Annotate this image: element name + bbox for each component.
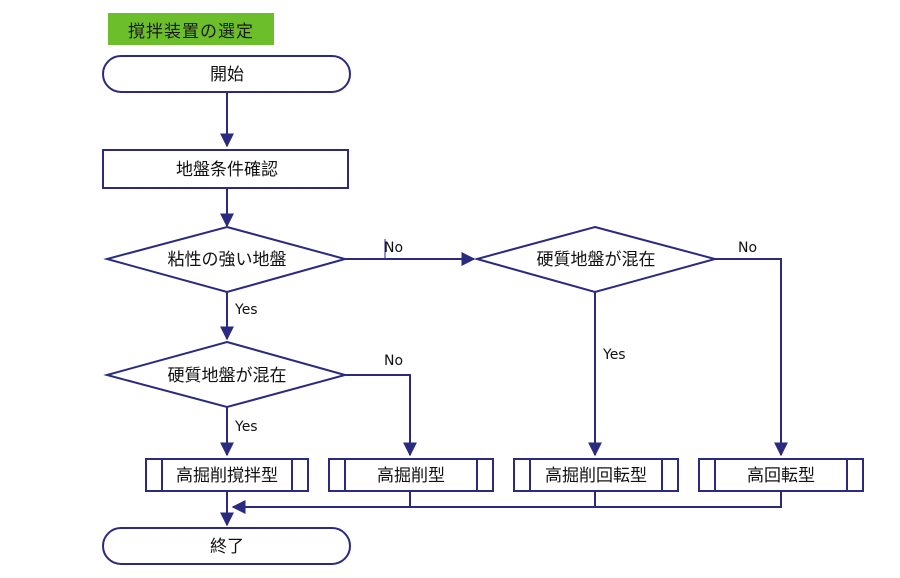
edges [220,92,788,527]
edge-label-clay-yes: Yes [234,302,258,318]
decision-clay: 粘性の強い地盤 [103,225,349,294]
decision-clay-label: 粘性の強い地盤 [168,250,287,270]
start-terminal: 開始 [102,55,351,93]
edge-label-hard-left-no: No [384,353,403,369]
type-d-label: 高回転型 [747,466,815,486]
check-label: 地盤条件確認 [176,160,278,180]
start-label: 開始 [210,65,244,85]
process-type-b: 高掘削型 [328,458,494,492]
edge-hard-left-no [345,374,417,457]
process-type-d: 高回転型 [698,458,864,492]
process-type-c: 高掘削回転型 [513,458,679,492]
type-c-label: 高掘削回転型 [545,466,647,486]
decision-hard-right: 硬質地盤が混在 [473,225,719,294]
edge-label-hard-right-yes: Yes [602,347,626,363]
end-terminal: 終了 [102,527,351,565]
process-type-a: 高掘削撹拌型 [145,458,309,492]
decision-hard-left: 硬質地盤が混在 [103,340,349,409]
decision-hard-left-label: 硬質地盤が混在 [168,366,287,386]
check-process: 地盤条件確認 [102,149,349,189]
type-a-label: 高掘削撹拌型 [176,466,278,486]
edge-merge-to-end [231,491,782,514]
end-label: 終了 [210,537,244,557]
decision-hard-right-label: 硬質地盤が混在 [537,250,656,270]
diagram-title: 撹拌装置の選定 [128,21,254,42]
edge-label-hard-left-yes: Yes [234,419,258,435]
diagram-title-box: 撹拌装置の選定 [108,13,274,45]
type-b-label: 高掘削型 [377,466,445,486]
edge-label-hard-right-no: No [738,240,757,256]
edge-label-clay-no: No [384,240,403,256]
edge-hard-right-no [715,258,788,457]
